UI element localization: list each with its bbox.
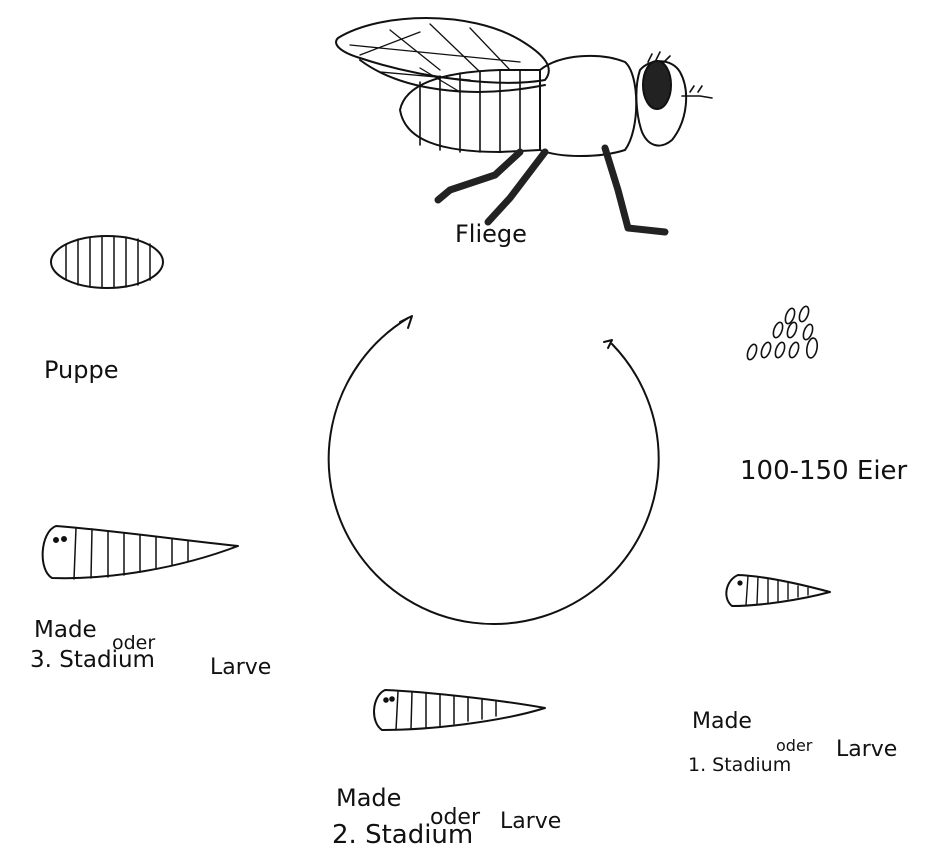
arrowhead-right [604,340,612,348]
larva-stage-3-word-made: Made [34,618,97,642]
larva-stage-2-word-made: Made [336,786,401,811]
eggs-label: 100-150 Eier [740,458,907,485]
larva-stage-2-stage-label: 2. Stadium [332,822,473,849]
fly-leg-front [605,148,665,232]
fly-leg-middle [488,152,545,222]
fly-illustration [336,18,712,232]
pupa-label: Puppe [44,358,119,383]
fly-thorax [540,56,636,156]
fly-eye [643,61,671,109]
fly-wing-upper [336,18,549,83]
eggs-illustration [746,305,819,361]
larva-stage-1-word-oder: oder [776,738,812,755]
pupa-illustration [51,236,163,288]
cycle-arrow [329,316,659,624]
larva-stage-2-word-larve: Larve [500,810,561,833]
larva-stage-1-word-larve: Larve [836,738,897,761]
larva-stage-3-stage-label: 3. Stadium [30,648,155,672]
larva-stage-1-illustration [726,575,830,606]
larva-stage-2-illustration [374,690,545,730]
larva-stage-1-stage-label: 1. Stadium [688,756,791,776]
larva-stage-3-illustration [43,526,238,579]
larva-stage-3-word-larve: Larve [210,656,271,679]
arrowhead-left [400,316,412,328]
fly-leg-back [438,152,520,200]
fly-label: Fliege [455,222,527,247]
larva-stage-1-word-made: Made [692,710,752,733]
